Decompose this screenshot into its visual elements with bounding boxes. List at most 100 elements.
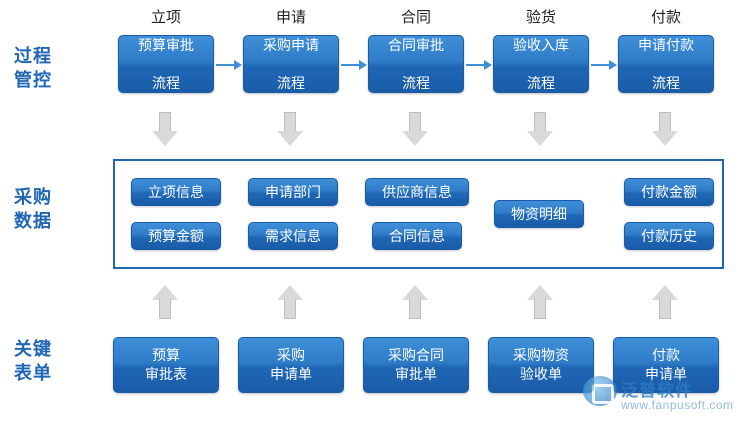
row-label-purchase-data: 采购 数据 bbox=[14, 185, 52, 233]
arrow-head-icon bbox=[609, 59, 617, 70]
arrow-stem bbox=[284, 299, 296, 319]
data-chip-project-info[interactable]: 立项信息 bbox=[131, 178, 221, 206]
up-arrow-icon-2 bbox=[277, 285, 303, 319]
arrow-shaft bbox=[216, 63, 234, 66]
flow-arrow-3-4 bbox=[466, 59, 492, 70]
arrow-stem bbox=[659, 299, 671, 319]
down-arrow-icon-4 bbox=[527, 112, 553, 146]
data-chip-requirement-info[interactable]: 需求信息 bbox=[248, 222, 338, 250]
arrow-stem bbox=[159, 299, 171, 319]
arrow-head-icon bbox=[359, 59, 367, 70]
process-box-acceptance-storage[interactable]: 验收入库 流程 bbox=[493, 35, 589, 93]
up-arrow-icon-3 bbox=[402, 285, 428, 319]
arrow-stem bbox=[534, 112, 546, 132]
column-header-4: 验货 bbox=[481, 6, 601, 27]
data-chip-payment-amount[interactable]: 付款金额 bbox=[624, 178, 714, 206]
data-chip-label: 合同信息 bbox=[389, 228, 445, 244]
form-box-material-acceptance-sheet[interactable]: 采购物资 验收单 bbox=[488, 337, 594, 393]
row-label-line: 过程 bbox=[14, 46, 52, 66]
arrow-stem bbox=[409, 112, 421, 132]
row-label-line: 表单 bbox=[14, 363, 52, 383]
flow-arrow-4-5 bbox=[591, 59, 617, 70]
row-label-line: 关键 bbox=[14, 339, 52, 359]
watermark-url: www.fanpusoft.com bbox=[621, 398, 734, 412]
column-header-label: 立项 bbox=[150, 9, 181, 26]
column-header-5: 付款 bbox=[606, 6, 726, 27]
process-box-line1: 预算审批 bbox=[138, 36, 194, 53]
up-arrow-icon-1 bbox=[152, 285, 178, 319]
data-chip-label: 物资明细 bbox=[511, 206, 567, 222]
process-box-payment-request[interactable]: 申请付款 流程 bbox=[618, 35, 714, 93]
arrow-shaft bbox=[341, 63, 359, 66]
purchase-data-container bbox=[113, 159, 724, 269]
arrow-shaft bbox=[591, 63, 609, 66]
data-chip-request-department[interactable]: 申请部门 bbox=[248, 178, 338, 206]
form-box-line2: 验收单 bbox=[520, 366, 562, 382]
down-arrow-icon-2 bbox=[277, 112, 303, 146]
flow-arrow-1-2 bbox=[216, 59, 242, 70]
arrow-tip bbox=[277, 131, 303, 146]
arrow-head-icon bbox=[484, 59, 492, 70]
column-header-label: 申请 bbox=[275, 9, 306, 26]
arrow-tip bbox=[402, 131, 428, 146]
arrow-tip bbox=[527, 285, 553, 300]
arrow-stem bbox=[659, 112, 671, 132]
column-header-2: 申请 bbox=[231, 6, 351, 27]
arrow-tip bbox=[152, 285, 178, 300]
form-box-line1: 预算 bbox=[152, 347, 180, 363]
arrow-tip bbox=[402, 285, 428, 300]
form-box-line2: 审批单 bbox=[395, 366, 437, 382]
up-arrow-icon-4 bbox=[527, 285, 553, 319]
arrow-tip bbox=[652, 285, 678, 300]
form-box-line1: 采购 bbox=[277, 347, 305, 363]
data-chip-label: 付款历史 bbox=[641, 228, 697, 244]
process-box-line2: 流程 bbox=[277, 74, 305, 91]
form-box-line2: 申请单 bbox=[270, 366, 312, 382]
process-box-line2: 流程 bbox=[652, 74, 680, 91]
column-header-1: 立项 bbox=[106, 6, 226, 27]
process-box-line2: 流程 bbox=[527, 74, 555, 91]
data-chip-label: 供应商信息 bbox=[382, 184, 452, 200]
column-header-label: 合同 bbox=[400, 9, 431, 26]
arrow-tip bbox=[527, 131, 553, 146]
form-box-line1: 付款 bbox=[652, 347, 680, 363]
arrow-stem bbox=[534, 299, 546, 319]
row-label-key-forms: 关键 表单 bbox=[14, 337, 52, 385]
row-label-line: 管控 bbox=[14, 70, 52, 90]
form-box-line1: 采购合同 bbox=[388, 347, 444, 363]
form-box-payment-request-sheet[interactable]: 付款 申请单 bbox=[613, 337, 719, 393]
process-box-line2: 流程 bbox=[152, 74, 180, 91]
arrow-stem bbox=[409, 299, 421, 319]
row-label-process-control: 过程 管控 bbox=[14, 44, 52, 92]
process-box-line1: 验收入库 bbox=[513, 36, 569, 53]
data-chip-label: 立项信息 bbox=[148, 184, 204, 200]
data-chip-material-details[interactable]: 物资明细 bbox=[494, 200, 584, 228]
process-box-line1: 申请付款 bbox=[638, 36, 694, 53]
data-chip-contract-info[interactable]: 合同信息 bbox=[372, 222, 462, 250]
process-box-budget-approval[interactable]: 预算审批 流程 bbox=[118, 35, 214, 93]
form-box-budget-approval-sheet[interactable]: 预算 审批表 bbox=[113, 337, 219, 393]
data-chip-label: 申请部门 bbox=[265, 184, 321, 200]
form-box-line2: 审批表 bbox=[145, 366, 187, 382]
process-box-contract-approval[interactable]: 合同审批 流程 bbox=[368, 35, 464, 93]
data-chip-supplier-info[interactable]: 供应商信息 bbox=[365, 178, 469, 206]
column-header-3: 合同 bbox=[356, 6, 476, 27]
column-header-label: 付款 bbox=[650, 9, 681, 26]
column-header-label: 验货 bbox=[525, 9, 556, 26]
arrow-head-icon bbox=[234, 59, 242, 70]
down-arrow-icon-5 bbox=[652, 112, 678, 146]
data-chip-payment-history[interactable]: 付款历史 bbox=[624, 222, 714, 250]
data-chip-budget-amount[interactable]: 预算金额 bbox=[131, 222, 221, 250]
row-label-line: 数据 bbox=[14, 211, 52, 231]
data-chip-label: 付款金额 bbox=[641, 184, 697, 200]
process-box-line1: 合同审批 bbox=[388, 36, 444, 53]
up-arrow-icon-5 bbox=[652, 285, 678, 319]
form-box-line1: 采购物资 bbox=[513, 347, 569, 363]
process-box-purchase-request[interactable]: 采购申请 流程 bbox=[243, 35, 339, 93]
form-box-purchase-request-sheet[interactable]: 采购 申请单 bbox=[238, 337, 344, 393]
arrow-tip bbox=[652, 131, 678, 146]
process-box-line1: 采购申请 bbox=[263, 36, 319, 53]
form-box-purchase-contract-approval-sheet[interactable]: 采购合同 审批单 bbox=[363, 337, 469, 393]
form-box-line2: 申请单 bbox=[645, 366, 687, 382]
